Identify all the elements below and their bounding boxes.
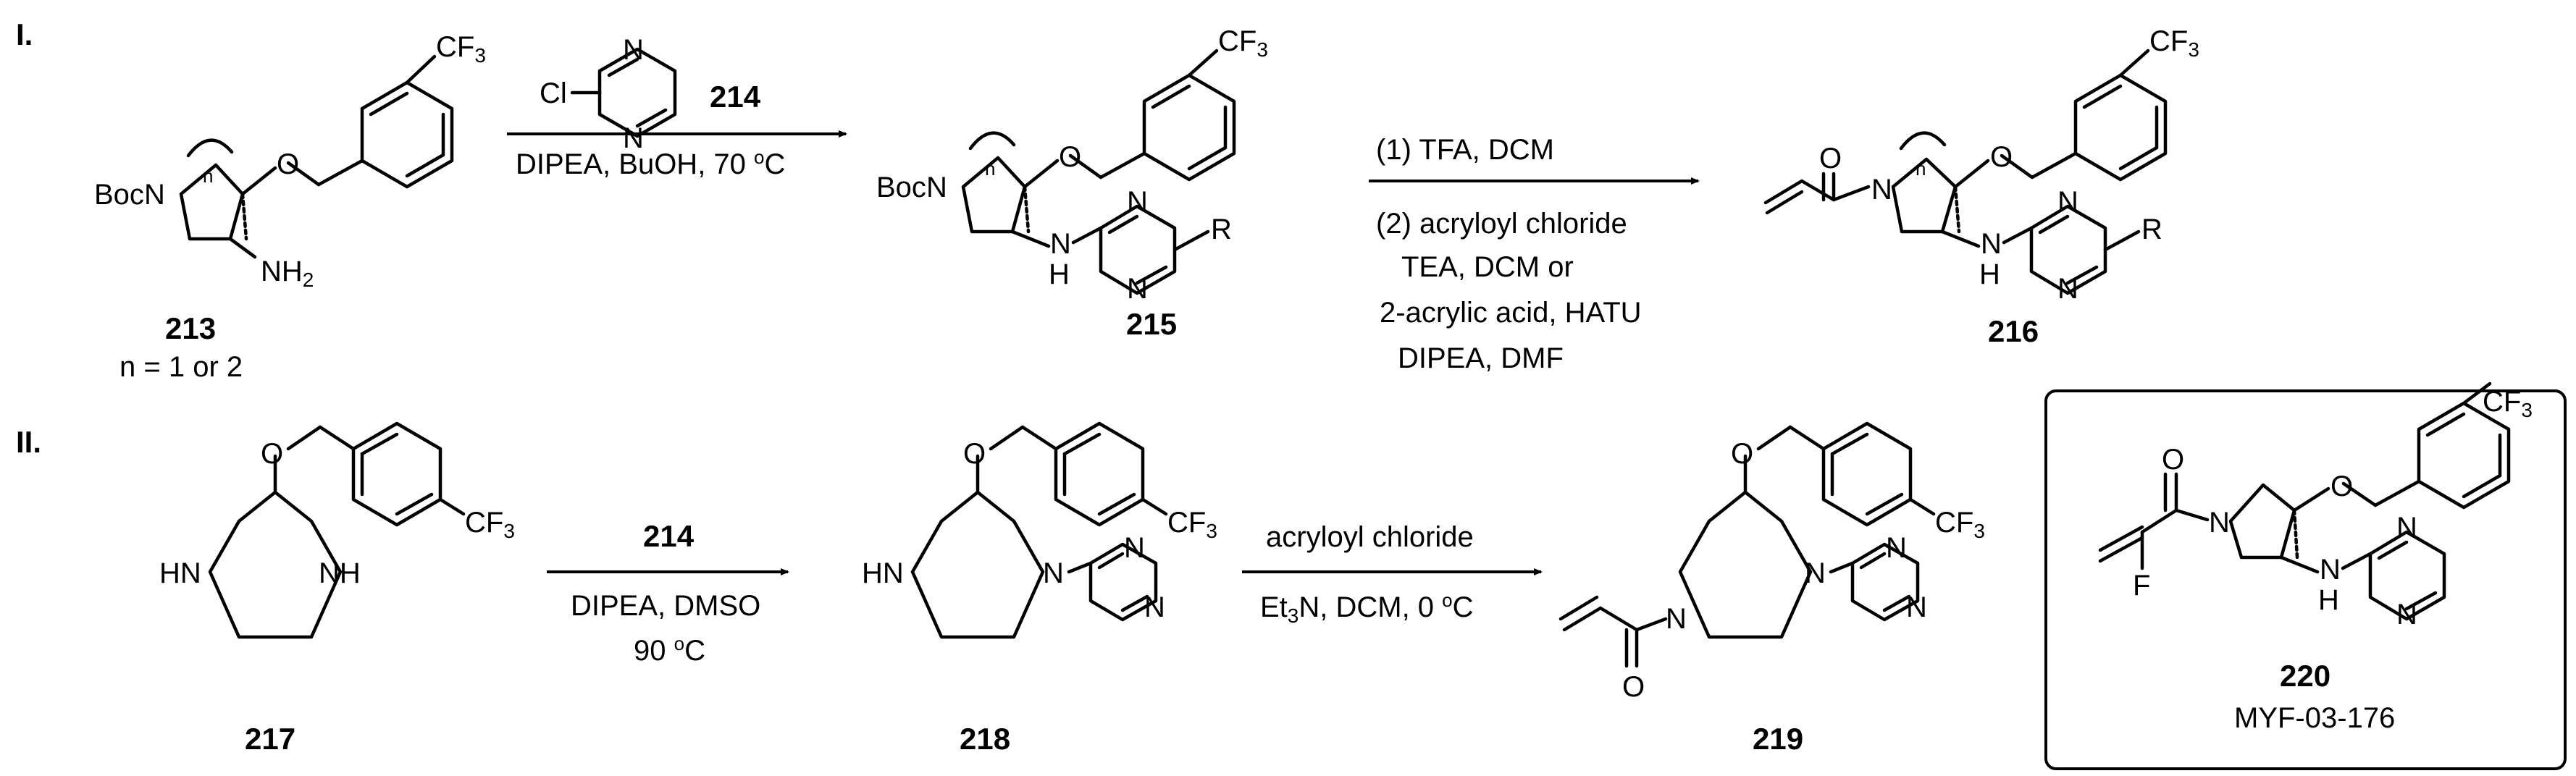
svg-text:O: O (963, 438, 986, 470)
svg-text:H: H (1049, 258, 1070, 290)
svg-text:TEA, DCM or: TEA, DCM or (1401, 251, 1574, 283)
svg-text:NH2: NH2 (261, 256, 314, 291)
svg-text:CF3: CF3 (2483, 386, 2533, 421)
compound-216: O N n O CF3 N H N N R 216 (1763, 25, 2199, 348)
svg-text:O: O (277, 148, 299, 180)
svg-text:N: N (623, 34, 644, 66)
compound-number-216: 216 (1988, 314, 2039, 348)
svg-text:CF3: CF3 (1935, 507, 1985, 542)
part-label-one: I. (16, 17, 33, 51)
svg-text:N: N (1871, 174, 1892, 206)
svg-text:O: O (1059, 141, 1081, 173)
compound-215: n CF3 BocN O N H N N R 215 (876, 25, 1268, 341)
svg-text:CF3: CF3 (436, 31, 486, 67)
svg-text:CF3: CF3 (1167, 507, 1217, 542)
svg-text:N: N (2396, 512, 2417, 544)
reaction-step-1: Cl N N 214 DIPEA, BuOH, 70 oC (507, 34, 847, 180)
svg-text:N: N (2057, 186, 2078, 218)
svg-text:F: F (2133, 570, 2150, 602)
svg-text:N: N (1043, 557, 1064, 589)
svg-text:N: N (1050, 228, 1071, 260)
compound-number-215: 215 (1126, 307, 1177, 341)
svg-text:CF3: CF3 (1218, 25, 1268, 61)
svg-text:HN: HN (159, 557, 201, 589)
svg-text:acryloyl chloride: acryloyl chloride (1266, 521, 1474, 553)
svg-text:(1) TFA, DCM: (1) TFA, DCM (1376, 134, 1554, 166)
svg-text:2-acrylic acid, HATU: 2-acrylic acid, HATU (1380, 297, 1642, 329)
svg-text:N: N (2057, 273, 2078, 305)
svg-text:n: n (985, 158, 995, 180)
svg-text:O: O (2162, 444, 2184, 476)
compound-number-214: 214 (710, 80, 761, 114)
svg-text:N: N (1981, 228, 2002, 260)
svg-text:214: 214 (643, 519, 695, 553)
reaction-step-3: 214 DIPEA, DMSO 90 oC (547, 519, 789, 667)
step1-conditions: DIPEA, BuOH, 70 oC (516, 146, 785, 180)
svg-text:90 oC: 90 oC (634, 633, 705, 667)
svg-text:R: R (2141, 214, 2162, 245)
svg-text:N: N (1127, 273, 1148, 305)
svg-text:NH: NH (319, 557, 361, 589)
part-label-two: II. (16, 425, 41, 459)
svg-text:DIPEA, DMSO: DIPEA, DMSO (571, 590, 760, 622)
svg-text:O: O (1622, 671, 1645, 703)
reaction-step-2: (1) TFA, DCM (2) acryloyl chloride TEA, … (1369, 134, 1700, 374)
svg-text:BocN: BocN (876, 172, 947, 203)
svg-text:N: N (1906, 591, 1927, 623)
svg-text:O: O (261, 438, 283, 470)
svg-text:HN: HN (862, 557, 904, 589)
compound-number-218: 218 (960, 722, 1010, 756)
compound-code-220: MYF-03-176 (2234, 702, 2395, 734)
compound-note-213: n = 1 or 2 (119, 351, 243, 383)
svg-text:N: N (1886, 532, 1907, 564)
svg-text:N: N (2209, 507, 2230, 539)
svg-text:CF3: CF3 (465, 507, 515, 542)
svg-text:N: N (1124, 532, 1145, 564)
svg-text:n: n (203, 165, 213, 187)
compound-number-219: 219 (1753, 722, 1803, 756)
svg-text:N: N (2320, 554, 2341, 586)
svg-text:N: N (1144, 591, 1165, 623)
svg-text:N: N (1666, 603, 1687, 635)
svg-text:N: N (1127, 186, 1148, 218)
compound-219: O CF3 N N O N N 219 (1558, 421, 1985, 756)
svg-text:N: N (2396, 599, 2417, 630)
svg-text:Cl: Cl (540, 77, 567, 109)
svg-text:R: R (1211, 214, 1232, 245)
svg-text:O: O (1819, 143, 1842, 174)
compound-217: O CF3 HN NH 217 (159, 421, 515, 756)
compound-218: O CF3 HN N N N 218 (862, 421, 1217, 756)
svg-text:CF3: CF3 (2149, 25, 2199, 61)
svg-text:H: H (1979, 258, 2000, 290)
compound-220-box: F O N O CF3 N H N N 220 MYF-03-176 (2044, 381, 2567, 770)
compound-213: n BocN O NH2 CF3 213 n = 1 or 2 (94, 31, 486, 383)
compound-number-220: 220 (2280, 659, 2330, 693)
svg-text:DIPEA, DMF: DIPEA, DMF (1398, 342, 1564, 374)
compound-number-217: 217 (245, 722, 295, 756)
svg-text:Et3N, DCM, 0 oC: Et3N, DCM, 0 oC (1260, 589, 1474, 627)
svg-text:N: N (623, 122, 644, 154)
svg-text:(2) acryloyl chloride: (2) acryloyl chloride (1376, 208, 1627, 240)
svg-text:N: N (1805, 557, 1826, 589)
svg-text:n: n (1916, 158, 1926, 180)
svg-text:H: H (2318, 584, 2339, 616)
compound-number-213: 213 (165, 311, 216, 345)
reaction-step-4: acryloyl chloride Et3N, DCM, 0 oC (1242, 521, 1543, 627)
svg-text:BocN: BocN (94, 179, 165, 211)
compound-214: Cl N N 214 (540, 34, 761, 154)
svg-text:O: O (1731, 438, 1753, 470)
